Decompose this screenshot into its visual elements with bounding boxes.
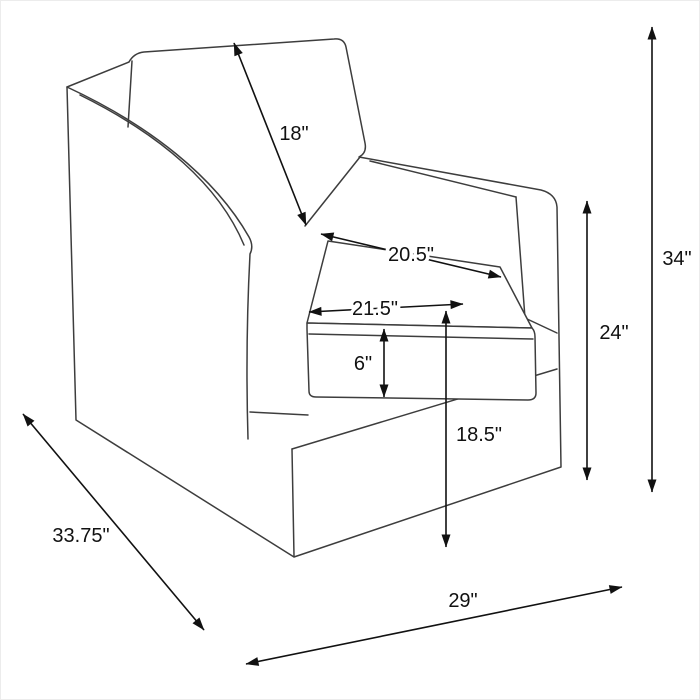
dimension-arrows bbox=[22, 26, 657, 666]
dim-label-seat-depth: 20.5" bbox=[388, 244, 434, 266]
dim-label-seat-cushion-height: 6" bbox=[354, 353, 372, 375]
far-arm-inner-top-edge bbox=[369, 160, 517, 198]
dim-label-floor-to-seat-height: 18.5" bbox=[456, 424, 502, 446]
dim-arrow-seat-width bbox=[308, 300, 464, 316]
dim-label-back-cushion-diagonal: 18" bbox=[279, 123, 308, 145]
dim-label-arm-height: 24" bbox=[599, 322, 628, 344]
back-cushion-left-edge bbox=[127, 60, 133, 128]
chair-line-art bbox=[66, 38, 562, 558]
dim-label-overall-width: 29" bbox=[448, 590, 477, 612]
far-arm-front-edge bbox=[515, 196, 526, 319]
dim-arrow-back-cushion-diagonal bbox=[233, 42, 307, 226]
dim-arrow-seat-depth bbox=[320, 232, 502, 279]
dim-arrow-overall-depth bbox=[22, 413, 205, 631]
dim-arrow-overall-width bbox=[245, 585, 623, 666]
dim-label-overall-height: 34" bbox=[662, 248, 691, 270]
far-arm-bottom-edge bbox=[524, 317, 558, 334]
seat-cushion-piping bbox=[308, 333, 534, 340]
dimension-labels: 18" 20.5" 21.5" 6" 18.5" 24" 34" 33.75" … bbox=[49, 120, 695, 616]
dim-label-overall-depth: 33.75" bbox=[52, 525, 109, 547]
back-cushion-bottom-edge bbox=[304, 156, 361, 227]
near-arm-inner-slope bbox=[79, 94, 245, 246]
seat-cushion-front bbox=[306, 322, 537, 401]
near-arm-outer-slope bbox=[66, 86, 253, 440]
base-platform-edge bbox=[249, 411, 309, 416]
dim-label-seat-width: 21.5" bbox=[352, 298, 398, 320]
skirt-front-corner-edge bbox=[291, 448, 295, 557]
